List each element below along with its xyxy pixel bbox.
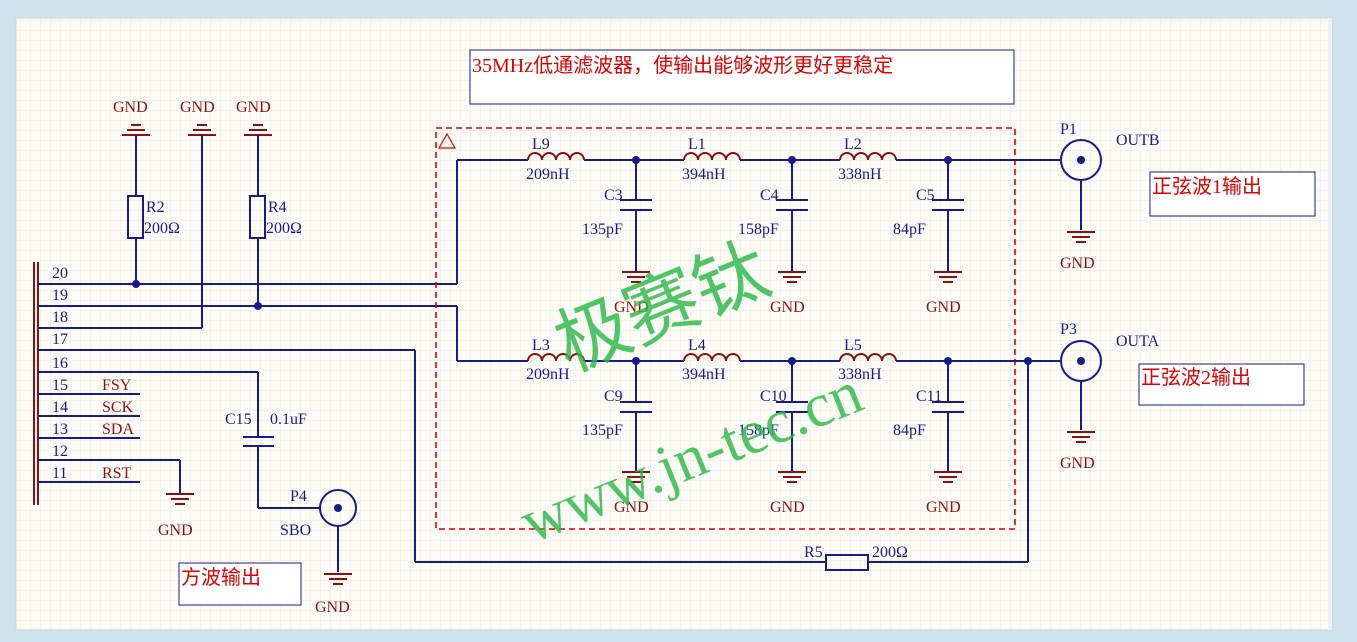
capacitor-c11-value: 84pF	[893, 422, 926, 439]
svg-text:200Ω: 200Ω	[266, 220, 302, 237]
inductor-l5-name: L5	[844, 337, 862, 354]
svg-text:C15: C15	[225, 411, 252, 428]
port-p3: P3 OUTA GND	[1060, 321, 1160, 472]
svg-text:GND: GND	[158, 522, 193, 539]
svg-text:SBO: SBO	[280, 522, 311, 539]
svg-text:GND: GND	[180, 99, 215, 116]
svg-text:GND: GND	[315, 599, 350, 616]
svg-text:GND: GND	[113, 99, 148, 116]
port-p1: P1 OUTB GND	[1060, 121, 1160, 272]
svg-text:OUTA: OUTA	[1116, 333, 1160, 350]
pin-number: 12	[52, 443, 68, 460]
net-label-fsy: FSY	[102, 377, 132, 394]
port-p4: P4 SBO GND	[280, 488, 357, 616]
svg-text:GND: GND	[236, 99, 271, 116]
pin-number: 18	[52, 309, 68, 326]
svg-text:GND: GND	[1060, 255, 1095, 272]
capacitor-c5-name: C5	[916, 187, 935, 204]
inductor-l1-value: 394nH	[682, 166, 726, 183]
inductor-l4-value: 394nH	[682, 366, 726, 383]
net-label-sda: SDA	[102, 421, 134, 438]
pin-number: 17	[52, 331, 68, 348]
pin-number: 16	[52, 355, 68, 372]
svg-text:P4: P4	[290, 488, 307, 505]
inductor-l5-value: 338nH	[838, 366, 882, 383]
svg-text:正弦波1输出: 正弦波1输出	[1152, 175, 1262, 198]
inductor-l1-name: L1	[688, 136, 706, 153]
resistor-r5-value: 200Ω	[872, 544, 908, 561]
ground-pin18: GND	[180, 99, 217, 328]
filter-input-wires	[136, 159, 528, 362]
inductor-l4-name: L4	[688, 337, 706, 354]
gnd-label: GND	[926, 299, 961, 316]
svg-text:P1: P1	[1060, 121, 1077, 138]
svg-text:R2: R2	[146, 199, 165, 216]
ground-r4: GND	[236, 99, 273, 196]
svg-text:200Ω: 200Ω	[144, 220, 180, 237]
gnd-label: GND	[614, 299, 649, 316]
capacitor-c3-name: C3	[604, 187, 623, 204]
svg-text:方波输出: 方波输出	[181, 566, 261, 589]
capacitor-c10-name: C10	[760, 388, 787, 405]
capacitor-c5-value: 84pF	[893, 221, 926, 238]
header-connector	[33, 262, 39, 505]
inductor-l3-value: 209nH	[526, 366, 570, 383]
capacitor-c4-value: 158pF	[738, 221, 779, 238]
pin12-ground: GND	[158, 460, 195, 539]
pin-number: 19	[52, 287, 68, 304]
ground-r2: GND	[113, 99, 151, 196]
note-square: 方波输出	[178, 562, 302, 606]
filter-top	[527, 152, 1060, 283]
capacitor-c9-value: 135pF	[582, 422, 623, 439]
inductor-l9-name: L9	[532, 136, 550, 153]
capacitor-c9-name: C9	[604, 388, 623, 405]
note-title: 35MHz低通滤波器，使输出能够波形更好更稳定	[469, 49, 1015, 105]
capacitor-c4-name: C4	[760, 187, 779, 204]
note-outb: 正弦波1输出	[1149, 171, 1316, 217]
svg-text:35MHz低通滤波器，使输出能够波形更好更稳定: 35MHz低通滤波器，使输出能够波形更好更稳定	[472, 54, 893, 77]
inductor-l3-name: L3	[532, 337, 550, 354]
inductor-l9-value: 209nH	[526, 166, 570, 183]
resistor-r4: R4 200Ω	[249, 195, 302, 310]
warning-triangle-icon	[437, 132, 457, 149]
capacitor-c11-name: C11	[916, 388, 942, 405]
pin17-r5-path	[414, 350, 1032, 571]
net-label-sck: SCK	[102, 399, 134, 416]
svg-text:正弦波2输出: 正弦波2输出	[1141, 366, 1251, 389]
svg-text:GND: GND	[1060, 455, 1095, 472]
svg-text:R4: R4	[268, 199, 287, 216]
svg-text:P3: P3	[1060, 321, 1077, 338]
note-outa: 正弦波2输出	[1138, 363, 1305, 406]
inductor-l2-name: L2	[844, 136, 862, 153]
gnd-label: GND	[926, 499, 961, 516]
net-label-rst: RST	[102, 465, 132, 482]
inductor-l2-value: 338nH	[838, 166, 882, 183]
svg-text:OUTB: OUTB	[1116, 132, 1160, 149]
resistor-r5-name: R5	[804, 544, 823, 561]
capacitor-c15: C15 0.1uF	[225, 372, 320, 509]
pin-number: 14	[52, 399, 68, 416]
pin-number: 13	[52, 421, 68, 438]
pin-number: 20	[52, 265, 68, 282]
pin-number: 15	[52, 377, 68, 394]
connector-pin-lines	[38, 283, 415, 483]
filter-bottom	[527, 353, 1060, 483]
capacitor-c3-value: 135pF	[582, 221, 623, 238]
gnd-label: GND	[770, 299, 805, 316]
gnd-label: GND	[770, 499, 805, 516]
capacitor-c10-value: 158pF	[738, 422, 779, 439]
resistor-r2: R2 200Ω	[127, 195, 180, 288]
pin-number: 11	[52, 465, 67, 482]
gnd-label: GND	[614, 499, 649, 516]
svg-text:0.1uF: 0.1uF	[270, 411, 307, 428]
